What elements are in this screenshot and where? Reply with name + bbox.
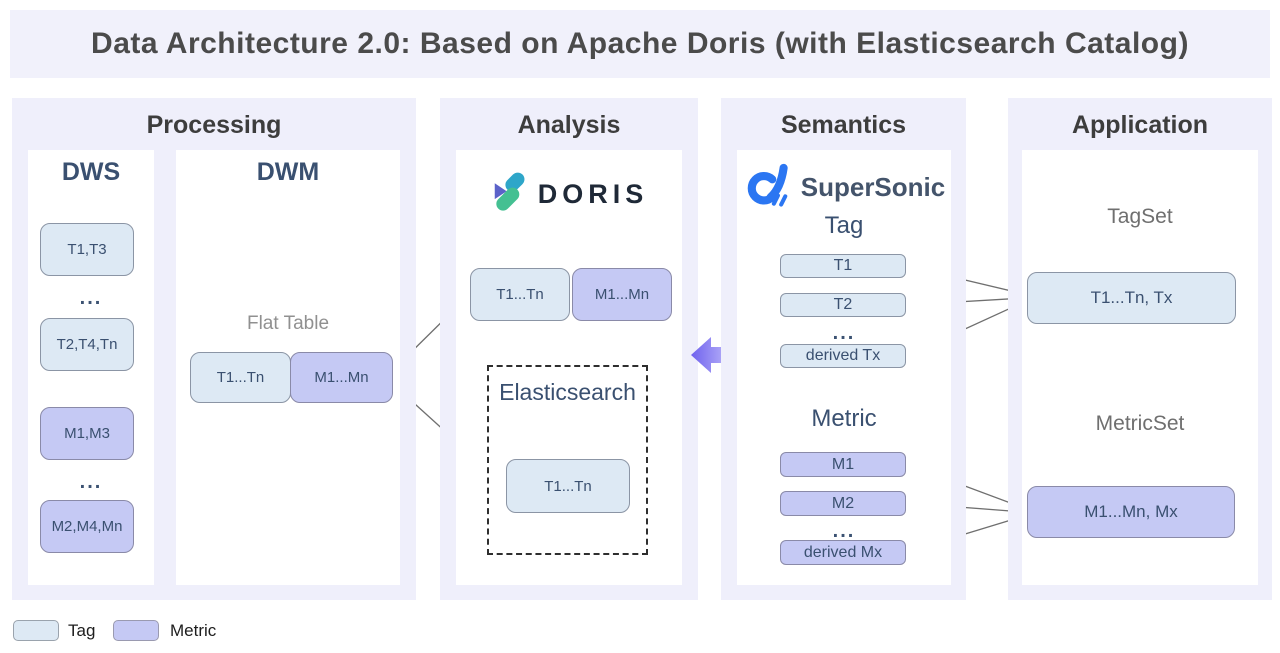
analysis-title: Analysis bbox=[517, 111, 621, 139]
tag-group-header: Tag bbox=[824, 212, 864, 239]
tagset-header: TagSet bbox=[1107, 205, 1173, 228]
semantics-metric-box-1: M1 bbox=[780, 452, 906, 477]
elasticsearch-title: Elasticsearch bbox=[499, 379, 636, 405]
title-band: Data Architecture 2.0: Based on Apache D… bbox=[10, 10, 1270, 78]
processing-title: Processing bbox=[146, 111, 282, 139]
elasticsearch-box: Elasticsearch T1...Tn bbox=[487, 365, 648, 555]
semantics-tag-box-1: T1 bbox=[780, 254, 906, 278]
dws-tag-box-1: T1,T3 bbox=[40, 223, 134, 276]
dwm-header: DWM bbox=[256, 158, 320, 186]
left-flow-arrow-icon bbox=[691, 333, 731, 382]
application-column: TagSet T1...Tn, Tx MetricSet M1...Mn, Mx bbox=[1022, 150, 1258, 585]
analysis-column: DORIS T1...Tn M1...Mn Elasticsearch T1..… bbox=[456, 150, 682, 585]
doris-logo: DORIS bbox=[456, 168, 682, 221]
semantics-metric-box-2: M2 bbox=[780, 491, 906, 516]
semantics-tag-dots: ... bbox=[832, 322, 856, 344]
semantics-column: SuperSonic Tag T1 T2 ... derived Tx Metr… bbox=[737, 150, 951, 585]
semantics-tag-box-3: derived Tx bbox=[780, 344, 906, 368]
metricset-header: MetricSet bbox=[1095, 412, 1185, 435]
metricset-box: M1...Mn, Mx bbox=[1027, 486, 1235, 538]
metric-group-header: Metric bbox=[811, 405, 877, 432]
analysis-tag-box: T1...Tn bbox=[470, 268, 570, 321]
legend-tag-label: Tag bbox=[68, 621, 96, 640]
legend-metric-label: Metric bbox=[170, 621, 217, 640]
flat-table-metric-box: M1...Mn bbox=[290, 352, 393, 403]
tagset-box: T1...Tn, Tx bbox=[1027, 272, 1236, 324]
semantics-title: Semantics bbox=[780, 111, 907, 139]
doris-logo-text: DORIS bbox=[537, 179, 649, 209]
supersonic-logo-text: SuperSonic bbox=[800, 172, 946, 202]
analysis-metric-box: M1...Mn bbox=[572, 268, 672, 321]
semantics-tag-box-2: T2 bbox=[780, 293, 906, 317]
flat-table-label: Flat Table bbox=[246, 313, 330, 334]
application-title: Application bbox=[1071, 111, 1209, 139]
application-panel: Application TagSet T1...Tn, Tx MetricSet… bbox=[1008, 98, 1272, 600]
supersonic-logo-icon bbox=[743, 162, 795, 213]
dwm-column: DWM Flat Table T1...Tn M1...Mn bbox=[176, 150, 400, 585]
elasticsearch-tag-box: T1...Tn bbox=[506, 459, 630, 513]
doris-logo-icon bbox=[490, 168, 528, 221]
dws-metric-box-2: M2,M4,Mn bbox=[40, 500, 134, 553]
legend-metric-swatch bbox=[113, 620, 159, 641]
dws-dots-2: ... bbox=[79, 471, 103, 493]
dws-dots-1: ... bbox=[79, 287, 103, 309]
page-title: Data Architecture 2.0: Based on Apache D… bbox=[91, 27, 1189, 60]
semantics-metric-dots: ... bbox=[832, 520, 856, 542]
semantics-metric-box-3: derived Mx bbox=[780, 540, 906, 565]
semantics-panel: Semantics SuperSonic Tag T1 T2 ... deriv… bbox=[721, 98, 966, 600]
supersonic-logo: SuperSonic bbox=[737, 162, 951, 213]
dws-metric-box-1: M1,M3 bbox=[40, 407, 134, 460]
flat-table-tag-box: T1...Tn bbox=[190, 352, 291, 403]
analysis-panel: Analysis DORIS T1...Tn M1...Mn Elasticse… bbox=[440, 98, 698, 600]
dws-header: DWS bbox=[61, 158, 121, 186]
processing-panel: Processing DWS T1,T3 ... T2,T4,Tn M1,M3 … bbox=[12, 98, 416, 600]
legend-tag-swatch bbox=[13, 620, 59, 641]
dws-column: DWS T1,T3 ... T2,T4,Tn M1,M3 ... M2,M4,M… bbox=[28, 150, 154, 585]
dws-tag-box-2: T2,T4,Tn bbox=[40, 318, 134, 371]
